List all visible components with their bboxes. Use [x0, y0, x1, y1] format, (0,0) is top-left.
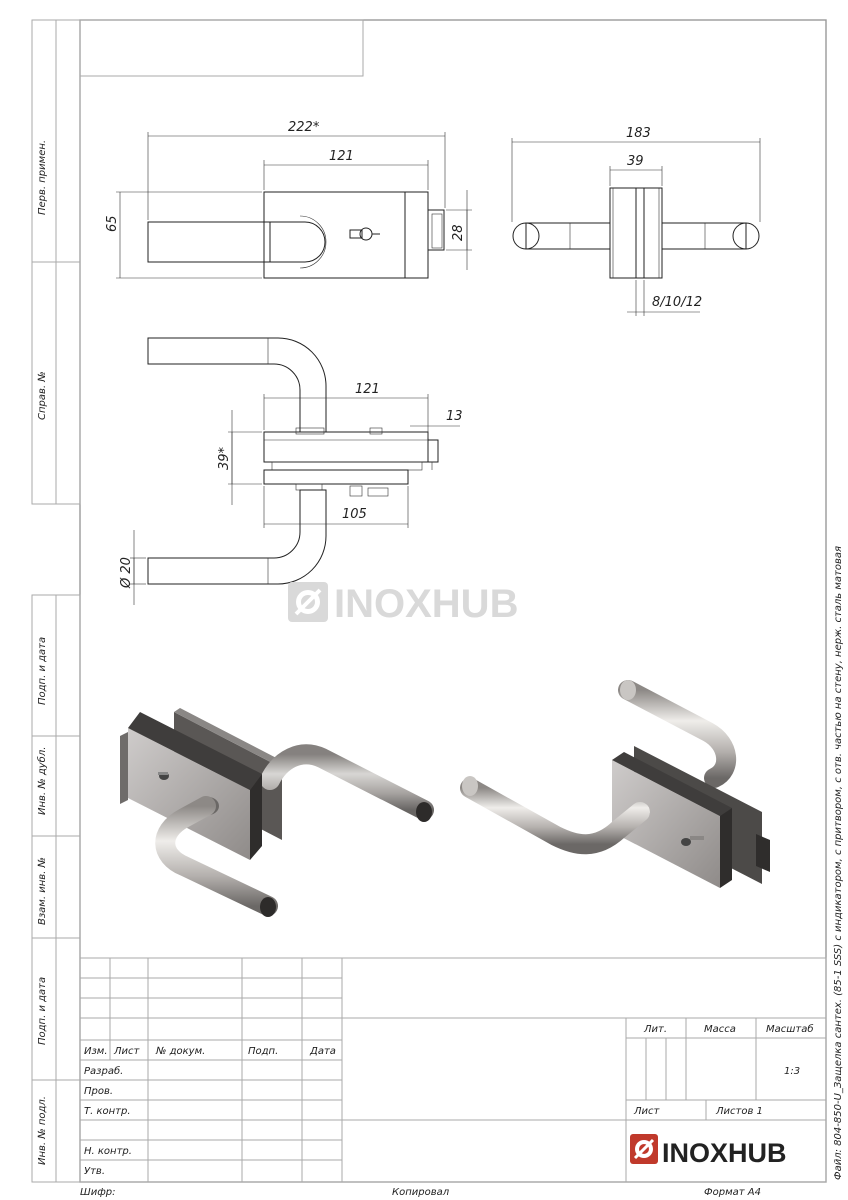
- title-block: Изм. Лист № докум. Подп. Дата Разраб. Пр…: [79, 957, 827, 1183]
- tb-lit: Лит.: [643, 1024, 667, 1035]
- side-label-inv-dubl: Инв. № дубл.: [36, 747, 48, 815]
- dim-front-body: 121: [329, 149, 354, 164]
- tb-listov: Листов 1: [715, 1106, 763, 1117]
- dim-front-latch: 28: [451, 224, 466, 241]
- side-view: 183 39 8/10/12: [511, 126, 761, 316]
- tb-row-tkontr: Т. контр.: [84, 1106, 131, 1117]
- footer-shifr: Шифр:: [80, 1187, 115, 1198]
- dim-top-diameter: Ø 20: [119, 557, 134, 589]
- side-label-sprav: Справ. №: [37, 371, 48, 420]
- isometric-view-left: [120, 708, 434, 917]
- dim-front-total: 222*: [288, 120, 320, 135]
- dim-top-latch: 13: [446, 409, 463, 424]
- tb-row-razrab: Разраб.: [84, 1065, 123, 1077]
- dim-front-height: 65: [105, 215, 120, 232]
- dim-side-total: 183: [626, 126, 651, 141]
- tb-row-utv: Утв.: [84, 1166, 105, 1177]
- tb-masshtab: Масштаб: [766, 1023, 814, 1035]
- tb-row-prov: Пров.: [84, 1086, 113, 1097]
- file-caption: Файл: 804-850-U_Защелка сантех. (85-1 SS…: [833, 546, 844, 1180]
- tb-row-nkontr: Н. контр.: [84, 1146, 132, 1157]
- dim-side-plate: 39: [627, 154, 644, 169]
- dim-top-body: 121: [355, 382, 380, 397]
- tb-list: Лист: [633, 1106, 661, 1117]
- title-block-logo-icon: [630, 1134, 658, 1164]
- tb-col-data: Дата: [309, 1046, 336, 1057]
- tb-massa: Масса: [704, 1024, 736, 1035]
- footer-kopiroval: Копировал: [392, 1187, 450, 1198]
- tb-col-podp: Подп.: [248, 1046, 278, 1057]
- footer-format: Формат А4: [704, 1187, 761, 1198]
- side-label-vzam-inv: Взам. инв. №: [37, 857, 48, 925]
- side-label-podp-data-1: Подп. и дата: [37, 637, 48, 705]
- front-view: 222* 121 65 28: [105, 120, 472, 279]
- watermark-logo-icon: [288, 582, 328, 622]
- side-labels: Перв. примен. Справ. № Подп. и дата Инв.…: [36, 140, 48, 1165]
- footer: Шифр: Копировал Формат А4: [80, 1187, 761, 1198]
- dim-top-bottom: 105: [342, 507, 367, 522]
- isometric-view-right: [460, 680, 770, 888]
- dim-top-gap: 39*: [217, 446, 232, 470]
- tb-col-list: Лист: [113, 1046, 141, 1057]
- title-block-logo-text: INOXHUB: [662, 1138, 787, 1168]
- side-label-inv-podl: Инв. № подл.: [37, 1096, 48, 1165]
- top-view: 121 13 39* 105 Ø 20: [119, 337, 463, 605]
- tb-col-izm: Изм.: [84, 1046, 108, 1057]
- tb-scale-value: 1:3: [784, 1066, 800, 1077]
- side-label-perv-primen: Перв. примен.: [37, 140, 48, 215]
- watermark-text: INOXHUB: [334, 582, 518, 626]
- dim-side-glass: 8/10/12: [652, 295, 702, 310]
- tb-col-dokum: № докум.: [155, 1046, 205, 1057]
- watermark: INOXHUB: [288, 582, 518, 626]
- side-label-podp-data-2: Подп. и дата: [37, 977, 48, 1045]
